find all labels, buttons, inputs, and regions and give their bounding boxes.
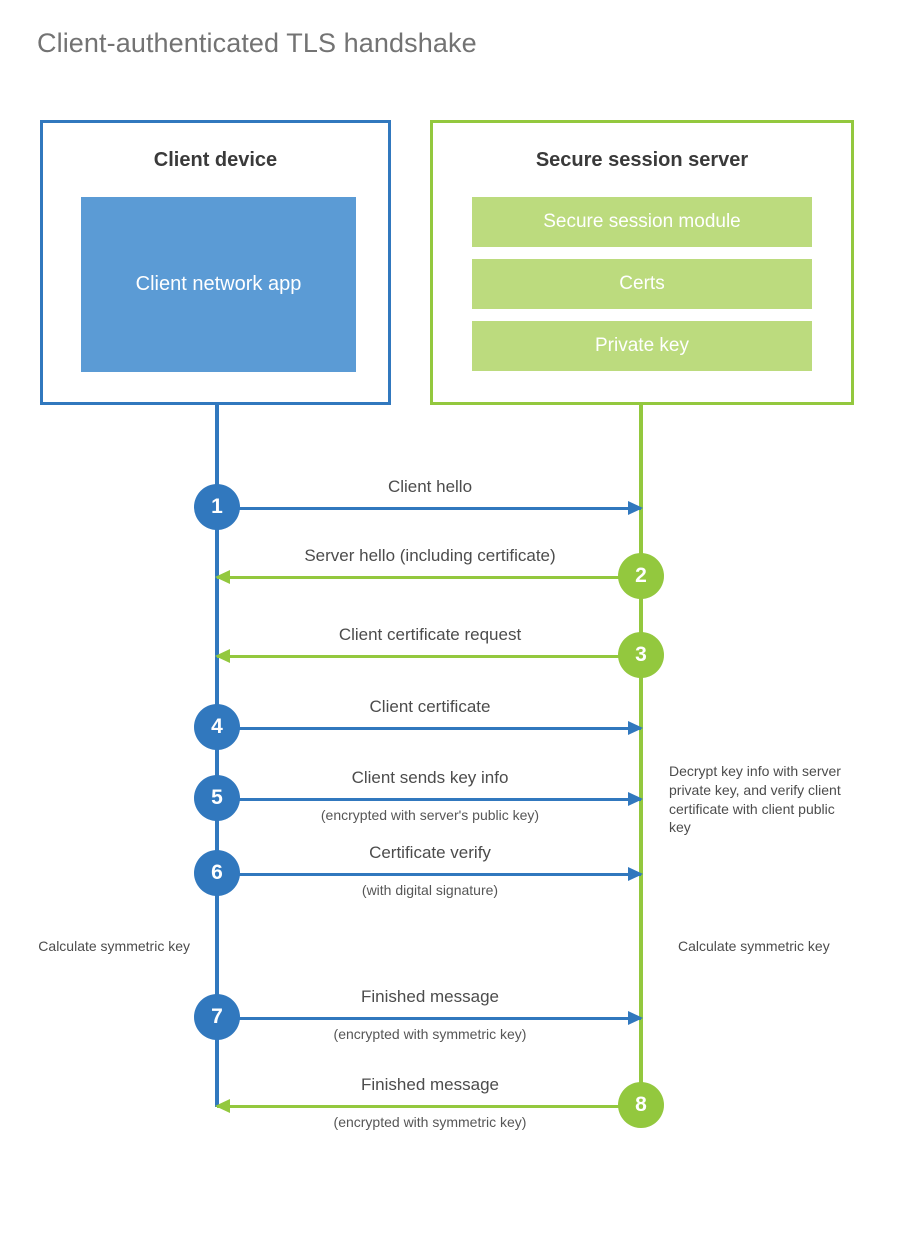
arrowhead-left-icon bbox=[215, 649, 230, 663]
client-device-title: Client device bbox=[153, 149, 278, 171]
message-arrow-line bbox=[217, 1105, 641, 1108]
step-badge-6: 6 bbox=[194, 850, 240, 896]
message-sublabel: (encrypted with symmetric key) bbox=[333, 1026, 527, 1042]
message-sublabel: (with digital signature) bbox=[361, 882, 499, 898]
arrowhead-right-icon bbox=[628, 792, 643, 806]
step-badge-4: 4 bbox=[194, 704, 240, 750]
arrowhead-left-icon bbox=[215, 1099, 230, 1113]
arrowhead-left-icon bbox=[215, 570, 230, 584]
arrowhead-right-icon bbox=[628, 501, 643, 515]
step-badge-5: 5 bbox=[194, 775, 240, 821]
step-badge-8: 8 bbox=[618, 1082, 664, 1128]
message-label: Client sends key info bbox=[351, 768, 509, 787]
server-component-secure-session-module: Secure session module bbox=[472, 197, 812, 247]
message-label: Client hello bbox=[387, 477, 473, 496]
annotation-client-calculate-symmetric-key: Calculate symmetric key bbox=[38, 938, 190, 954]
step-badge-3: 3 bbox=[618, 632, 664, 678]
arrowhead-right-icon bbox=[628, 1011, 643, 1025]
server-lifeline bbox=[639, 403, 643, 1107]
client-network-app-block: Client network app bbox=[81, 197, 356, 372]
step-badge-7: 7 bbox=[194, 994, 240, 1040]
server-component-certs: Certs bbox=[472, 259, 812, 309]
page-title: Client-authenticated TLS handshake bbox=[37, 28, 477, 58]
server-component-private-key: Private key bbox=[472, 321, 812, 371]
message-label: Finished message bbox=[361, 987, 499, 1006]
message-label: Certificate verify bbox=[369, 843, 491, 862]
annotation-server-decrypt: Decrypt key info with server private key… bbox=[669, 763, 841, 836]
secure-session-server-box: Secure session server Secure session mod… bbox=[430, 120, 854, 405]
message-arrow-line bbox=[217, 727, 641, 730]
client-network-app-label: Client network app bbox=[135, 272, 302, 295]
message-label: Client certificate bbox=[369, 697, 491, 716]
client-lifeline bbox=[215, 403, 219, 1107]
message-sublabel: (encrypted with server's public key) bbox=[320, 807, 540, 823]
message-arrow-line bbox=[217, 655, 641, 658]
message-sublabel: (encrypted with symmetric key) bbox=[333, 1114, 527, 1130]
secure-session-server-title: Secure session server bbox=[535, 149, 749, 171]
server-component-label: Certs bbox=[619, 273, 665, 294]
step-badge-1: 1 bbox=[194, 484, 240, 530]
message-label: Client certificate request bbox=[338, 625, 522, 644]
arrowhead-right-icon bbox=[628, 867, 643, 881]
annotation-server-calculate-symmetric-key: Calculate symmetric key bbox=[678, 938, 830, 954]
message-arrow-line bbox=[217, 798, 641, 801]
message-label: Finished message bbox=[361, 1075, 499, 1094]
client-device-box: Client device Client network app bbox=[40, 120, 391, 405]
message-label: Server hello (including certificate) bbox=[304, 546, 556, 565]
message-arrow-line bbox=[217, 1017, 641, 1020]
server-component-label: Private key bbox=[595, 335, 689, 356]
arrowhead-right-icon bbox=[628, 721, 643, 735]
message-arrow-line bbox=[217, 507, 641, 510]
message-arrow-line bbox=[217, 873, 641, 876]
server-component-label: Secure session module bbox=[543, 211, 741, 232]
step-badge-2: 2 bbox=[618, 553, 664, 599]
message-arrow-line bbox=[217, 576, 641, 579]
